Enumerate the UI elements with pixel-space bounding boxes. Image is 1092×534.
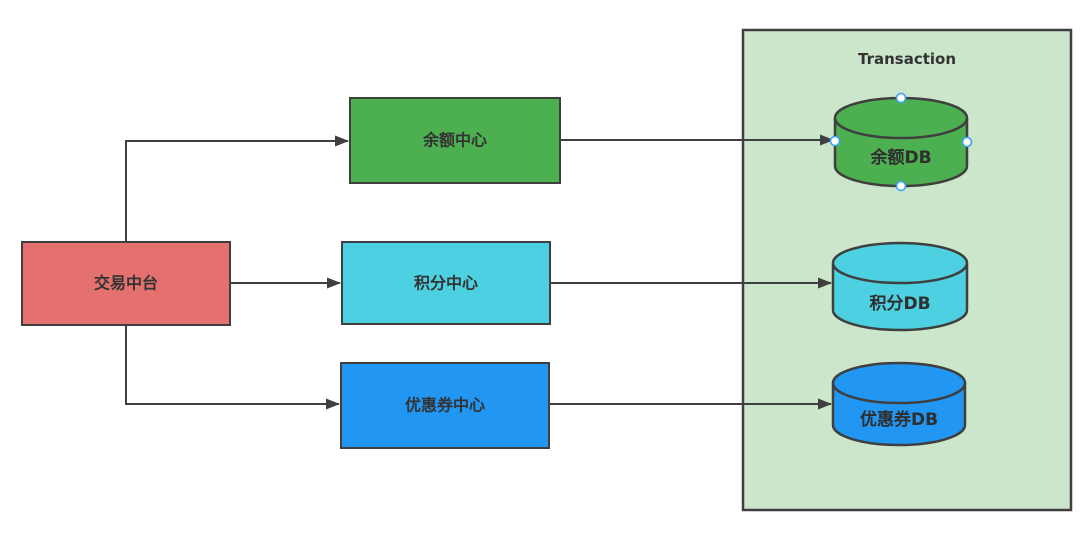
node-balance-db[interactable]: 余额DB xyxy=(829,92,973,192)
selection-handle-bottom[interactable] xyxy=(895,180,907,192)
node-points-center-box[interactable] xyxy=(341,241,551,325)
node-coupon-db-label: 优惠券DB xyxy=(860,409,938,430)
node-trade-platform-box[interactable] xyxy=(21,241,231,326)
node-points-center[interactable]: 积分中心 xyxy=(341,241,551,325)
selection-handle-right[interactable] xyxy=(961,136,973,148)
node-balance-center-box[interactable] xyxy=(349,97,561,184)
node-balance-db-label: 余额DB xyxy=(869,147,931,168)
node-balance-center[interactable]: 余额中心 xyxy=(349,97,561,184)
node-coupon-center-box[interactable] xyxy=(340,362,550,449)
node-points-db-label: 积分DB xyxy=(869,294,930,314)
selection-handle-left[interactable] xyxy=(829,135,841,147)
points-db-cylinder-top[interactable] xyxy=(831,241,969,285)
node-trade-platform[interactable]: 交易中台 xyxy=(21,241,231,326)
edge-platform-to-coupon-center[interactable] xyxy=(125,325,340,410)
node-trade-platform-label: 交易中台 xyxy=(94,274,158,293)
node-coupon-center[interactable]: 优惠券中心 xyxy=(340,362,550,449)
edge-platform-to-balance-center[interactable] xyxy=(125,135,349,242)
edge-line[interactable] xyxy=(125,325,340,410)
transaction-boundary-title: Transaction xyxy=(858,50,956,68)
node-coupon-center-label: 优惠券中心 xyxy=(405,396,485,415)
node-points-center-label: 积分中心 xyxy=(414,274,478,293)
node-balance-center-label: 余额中心 xyxy=(422,131,487,150)
node-coupon-db[interactable]: 优惠券DB xyxy=(831,361,967,447)
coupon-db-cylinder-top[interactable] xyxy=(831,361,967,405)
node-points-db[interactable]: 积分DB xyxy=(831,241,969,332)
edge-line[interactable] xyxy=(125,135,349,242)
balance-db-cylinder-top[interactable] xyxy=(833,96,969,140)
selection-handle-top[interactable] xyxy=(895,92,907,104)
